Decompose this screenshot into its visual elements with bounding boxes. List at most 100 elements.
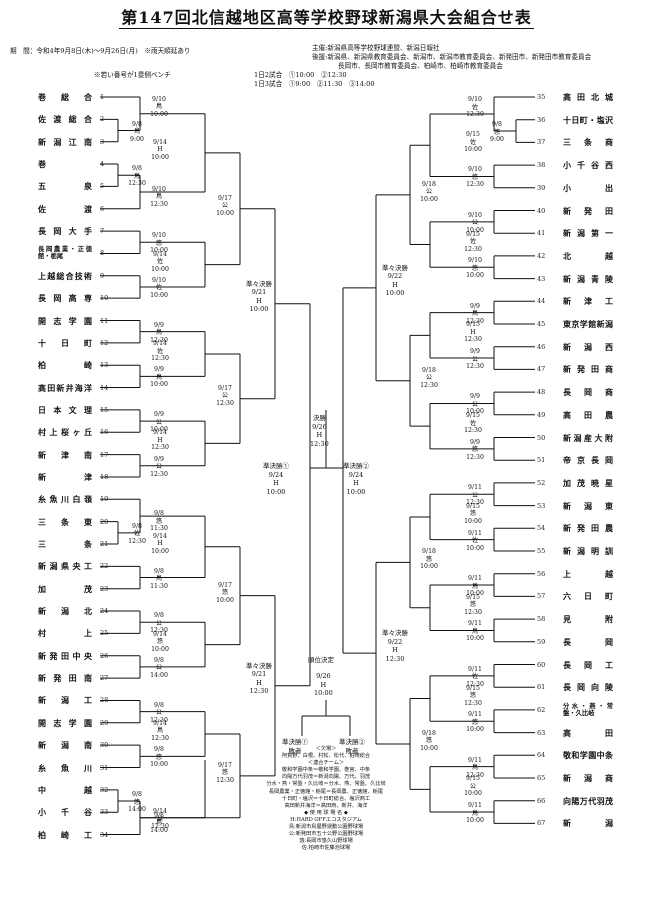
team-number: 57 [537,592,546,601]
match-info-line: 12:30 [150,336,168,344]
team-name: 東京学館新潟 [563,319,613,329]
match-info-line: 9/8 [132,791,142,799]
round-line: 準決勝② [339,738,365,746]
team-name: 加茂暁星 [563,477,613,488]
match-info-line: 公 [155,463,163,471]
team-name: 上越総合技術 [38,270,92,281]
match-info-line: 悠 [221,769,229,777]
match-info-line: 鳥 [156,727,164,735]
match-info-line: 佐 [469,419,477,427]
team-name: 新発田農 [563,523,613,534]
match-info-line: 10:00 [150,291,168,299]
round-line: 9/26 [316,672,331,680]
match-info-line: 9/17 [218,581,232,589]
match-info-line: 10:00 [420,563,438,571]
match-info-line: 12:30 [464,427,482,435]
round-line: 敗者 [345,746,359,755]
match-info-line: 12:30 [151,734,169,742]
match-info-line: 佐 [469,238,477,246]
match-info-line: 9/10 [468,96,482,104]
note-line: 敬和学園中条＝敬和学園、巻宮、中条 [281,767,371,774]
team-name: 長岡農業・正徳館・栃尾 [38,246,92,261]
team-name: 小千谷 [38,807,92,818]
match-info-line: 9/9 [154,321,164,329]
team-number: 61 [537,683,546,692]
match-info-line: 悠 [133,798,141,806]
match-info-line: 9/17 [218,761,232,769]
match-info-line: 9/8 [132,120,142,128]
match-info-line: 10:00 [216,209,234,217]
match-info-line: 鳥 [471,310,479,318]
match-info-line: 公 [425,188,433,196]
team-number: 12 [100,338,109,347]
team-name: 小千谷西 [563,160,613,171]
match-info-line: 12:30 [466,181,484,189]
team-name: 加茂 [38,583,92,594]
team-entry-left: 中越 32 [38,784,108,795]
match-info-line: 12:30 [420,381,438,389]
round-line: 12:30 [310,439,329,448]
match-info-line: 鳥 [471,764,479,772]
team-number: 43 [537,274,546,283]
match-info-line: 悠 [471,718,479,726]
team-name: 開志学園 [38,315,92,326]
match-info-line: 9/8 [154,510,164,518]
team-name: 北越 [563,250,613,261]
team-name: 村上桜ヶ丘 [38,427,92,438]
team-number: 8 [100,249,105,258]
match-info-line: 9/9 [154,455,164,463]
match-info-line: 10:00 [466,408,484,416]
team-number: 6 [100,204,105,213]
match-info-line: 10:00 [150,426,168,434]
match-info-line: 公 [471,355,479,363]
match-info-line: 10:00 [466,817,484,825]
team-number: 32 [100,785,109,794]
match-info-line: 12:30 [150,627,168,635]
team-number: 17 [100,450,109,459]
team-number: 4 [100,160,105,169]
team-name: 高田 [563,727,613,738]
round-line: 9/24 [348,470,364,479]
note-line: 鳥:新潟市鳥屋野運動公園野球場 [288,824,364,831]
team-name: 新潟県央工 [38,561,92,572]
team-name: 中越 [38,784,92,795]
match-info-line: 9/18 [422,548,436,556]
team-name: 巻総合 [38,92,92,102]
round-line: 準々決勝 [382,263,408,272]
match-info-line: 9:00 [490,136,504,144]
match-info-line: 9/11 [468,802,482,810]
team-number: 33 [100,808,109,817]
match-info-line: 悠 [469,601,477,609]
team-name: 長岡商 [563,387,613,398]
note-line: 向陽万代羽茂＝新潟向陽、万代、羽茂 [281,774,371,781]
match-info-line: 9/9 [470,348,480,356]
